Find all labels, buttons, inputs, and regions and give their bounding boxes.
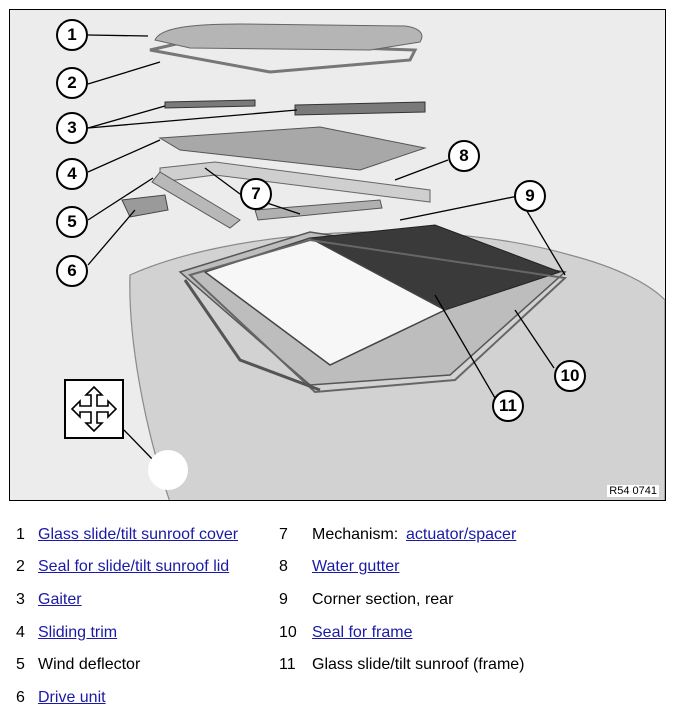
legend-number: 2 [16,558,25,575]
legend-number: 4 [16,624,25,641]
legend-number: 9 [279,591,288,608]
legend-text-corner-section: Corner section, rear [312,591,454,608]
callout-8: 8 [448,140,480,172]
legend-link-sliding-trim[interactable]: Sliding trim [38,624,118,641]
legend-text-wind-deflector: Wind deflector [38,656,141,673]
exploded-diagram: 1 2 3 4 5 6 7 8 9 10 11 R54 0741 [9,9,666,501]
legend-link-seal-frame[interactable]: Seal for frame [312,624,413,641]
legend-text-mechanism: Mechanism: [312,526,399,543]
legend-text-glass-frame: Glass slide/tilt sunroof (frame) [312,656,525,673]
figure-reference: R54 0741 [607,485,659,497]
callout-2: 2 [56,67,88,99]
callout-6: 6 [56,255,88,287]
legend-number: 11 [279,656,296,673]
callout-1: 1 [56,19,88,51]
legend-link-gaiter[interactable]: Gaiter [38,591,82,608]
legend-link-glass-cover[interactable]: Glass slide/tilt sunroof cover [38,526,239,543]
legend-link-seal-lid[interactable]: Seal for slide/tilt sunroof lid [38,558,230,575]
four-way-arrow-icon [70,385,118,433]
legend-number: 6 [16,689,25,706]
callout-4: 4 [56,158,88,190]
legend-number: 10 [279,624,297,641]
callout-3: 3 [56,112,88,144]
callout-10: 10 [554,360,586,392]
callout-9: 9 [514,180,546,212]
legend-number: 8 [279,558,288,575]
legend-link-water-gutter[interactable]: Water gutter [312,558,400,575]
legend-number: 7 [279,526,288,543]
callout-5: 5 [56,206,88,238]
legend-link-drive-unit[interactable]: Drive unit [38,689,106,706]
legend-number: 1 [16,526,25,543]
legend-link-actuator-spacer[interactable]: actuator/spacer [406,526,517,543]
callout-11: 11 [492,390,524,422]
legend-number: 3 [16,591,25,608]
sunroof-illustration [87,23,665,500]
legend-number: 5 [16,656,25,673]
move-handle[interactable] [64,379,124,439]
callout-7: 7 [240,178,272,210]
